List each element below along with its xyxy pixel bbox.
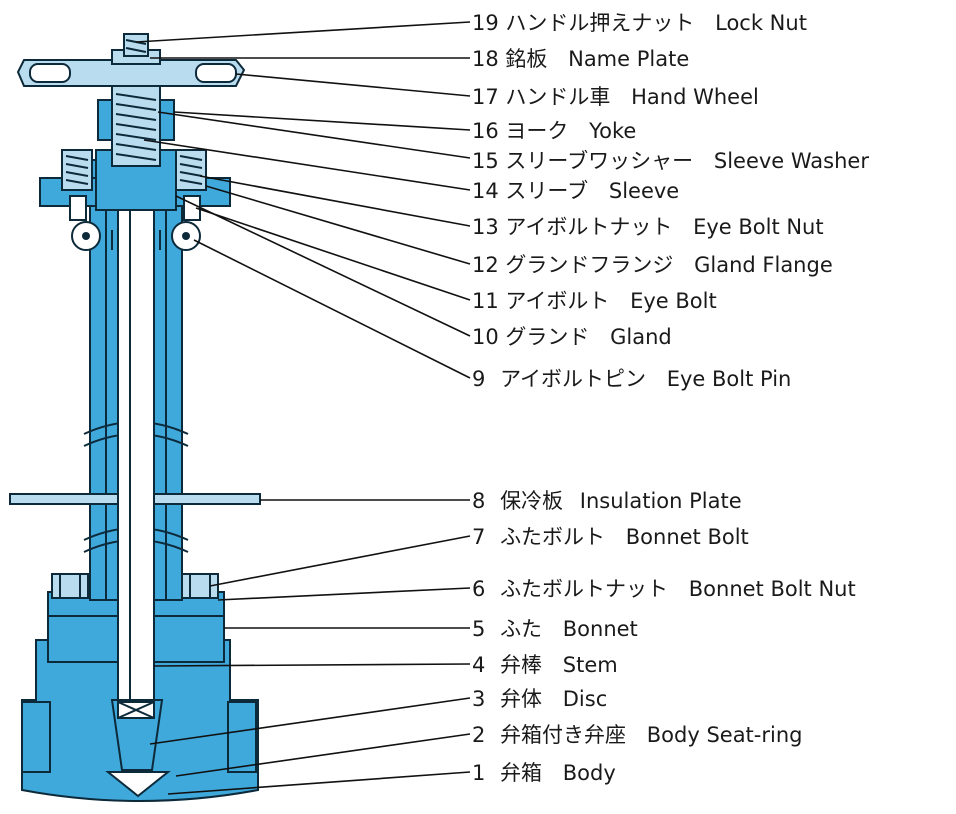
valve-illustration	[9, 33, 261, 802]
body-bottom-cone	[105, 771, 171, 798]
eye-bolt-left	[69, 195, 87, 221]
label-name-plate: 18 銘板 Name Plate	[472, 47, 689, 71]
label-eye-bolt-pin: 9 アイボルトピン Eye Bolt Pin	[472, 367, 791, 391]
body-port-left	[21, 701, 51, 773]
label-bonnet-bolt-nut: 6 ふたボルトナット Bonnet Bolt Nut	[472, 577, 856, 601]
body-port-right	[227, 701, 257, 773]
label-lock-nut: 19 ハンドル押えナット Lock Nut	[472, 11, 807, 35]
part-labels: 19 ハンドル押えナット Lock Nut 18 銘板 Name Plate 1…	[472, 11, 869, 785]
hand-wheel	[16, 59, 246, 87]
label-bonnet: 5 ふた Bonnet	[472, 617, 638, 641]
label-body-seat-ring: 2 弁箱付き弁座 Body Seat-ring	[472, 723, 802, 747]
bonnet-bolt-nut-left	[51, 573, 89, 599]
label-yoke: 16 ヨーク Yoke	[472, 119, 636, 143]
label-sleeve: 14 スリーブ Sleeve	[472, 179, 679, 203]
label-gland-flange: 12 グランドフランジ Gland Flange	[472, 253, 833, 277]
label-hand-wheel: 17 ハンドル車 Hand Wheel	[472, 85, 759, 109]
bonnet-bolt-nut-right	[181, 573, 219, 599]
label-body: 1 弁箱 Body	[472, 761, 616, 785]
label-gland: 10 グランド Gland	[472, 325, 672, 349]
label-eye-bolt-nut: 13 アイボルトナット Eye Bolt Nut	[472, 215, 824, 239]
label-insulation-plate: 8 保冷板 Insulation Plate	[472, 489, 742, 513]
label-stem: 4 弁棒 Stem	[472, 653, 618, 677]
leader-lines	[135, 21, 471, 795]
label-eye-bolt: 11 アイボルト Eye Bolt	[472, 289, 717, 313]
label-bonnet-bolt: 7 ふたボルト Bonnet Bolt	[472, 525, 749, 549]
label-sleeve-washer: 15 スリーブワッシャー Sleeve Washer	[472, 149, 869, 173]
label-disc: 3 弁体 Disc	[472, 687, 607, 711]
lock-nut	[123, 33, 149, 57]
